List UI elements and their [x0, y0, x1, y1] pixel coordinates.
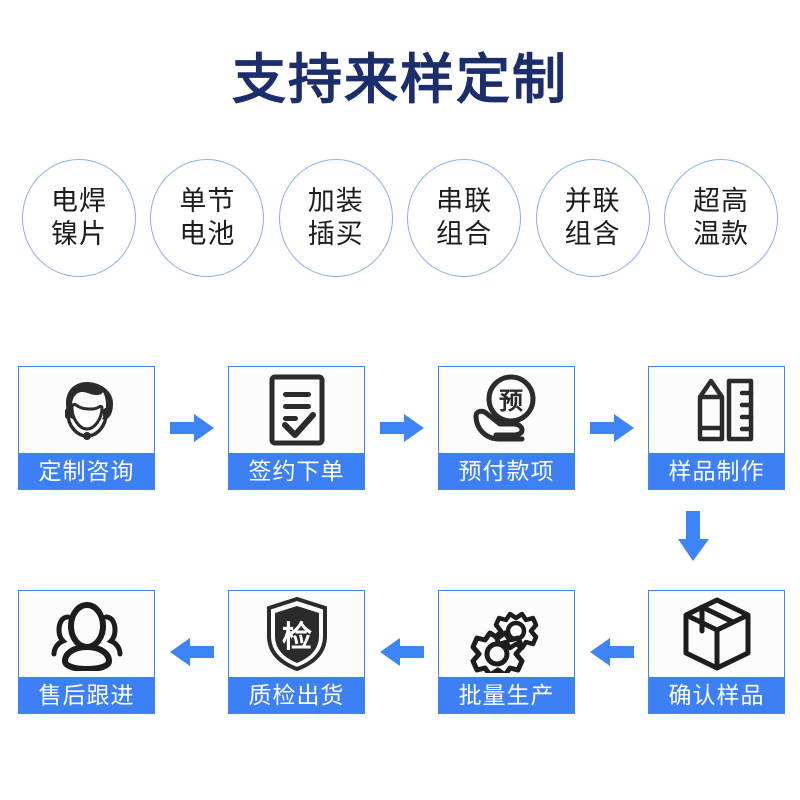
signed-document-icon	[229, 367, 364, 453]
process-flow-top-row: 定制咨询 签约下单	[18, 366, 785, 490]
feature-circle-6[interactable]: 超高 温款	[663, 159, 778, 277]
feature-circle-2[interactable]: 单节 电池	[150, 159, 265, 277]
arrow-right-icon-2	[375, 408, 429, 448]
process-flow: 定制咨询 签约下单	[0, 366, 800, 730]
feature-circle-1[interactable]: 电焊 镍片	[22, 159, 136, 277]
flow-step-sample-making[interactable]: 样品制作	[648, 366, 785, 490]
feature-circle-5[interactable]: 并联 组含	[535, 159, 650, 277]
flow-step-prepayment[interactable]: 预 预付款项	[438, 366, 575, 490]
arrow-right-icon-1	[165, 408, 219, 448]
feature-circle-5-line1: 并联	[564, 186, 621, 216]
feature-circle-5-line2: 组含	[564, 219, 621, 249]
flow-step-label: 售后跟进	[19, 677, 154, 713]
feature-circle-4-line1: 串联	[436, 186, 493, 216]
inspection-shield-icon: 检	[229, 591, 364, 677]
flow-step-label: 样品制作	[649, 453, 784, 489]
feature-circle-2-line2: 电池	[179, 219, 236, 249]
flow-step-label: 预付款项	[439, 453, 574, 489]
feature-circle-6-line2: 温款	[692, 219, 749, 249]
feature-circle-1-line1: 电焊	[51, 186, 107, 216]
prepay-glyph: 预	[499, 388, 523, 415]
feature-circle-6-line1: 超高	[692, 186, 749, 216]
pencil-ruler-icon	[649, 367, 784, 453]
feature-circle-2-line1: 单节	[179, 186, 236, 216]
gears-icon	[439, 591, 574, 677]
flow-step-mass-production[interactable]: 批量生产	[438, 590, 575, 714]
flow-step-after-sales[interactable]: 售后跟进	[18, 590, 155, 714]
flow-step-label: 定制咨询	[19, 453, 154, 489]
feature-circle-3-line1: 加装	[307, 186, 364, 216]
feature-circle-1-line2: 镍片	[51, 219, 107, 249]
feature-circle-3[interactable]: 加装 插买	[278, 159, 393, 277]
hand-prepay-icon: 预	[439, 367, 574, 453]
feature-circle-row: 电焊 镍片 单节 电池 加装 插买 串联 组合 并联 组含 超高 温款	[22, 158, 778, 278]
page-title: 支持来样定制	[232, 50, 568, 110]
feature-circle-4-line2: 组合	[436, 219, 493, 249]
arrow-left-icon-3	[585, 632, 639, 672]
headset-agent-icon	[19, 367, 154, 453]
arrow-down-icon	[668, 500, 718, 572]
flow-step-label: 签约下单	[229, 453, 364, 489]
flow-step-label: 质检出货	[229, 677, 364, 713]
arrow-right-icon-3	[585, 408, 639, 448]
inspection-glyph: 检	[282, 620, 312, 654]
feature-circle-3-line2: 插买	[307, 219, 364, 249]
flow-step-custom-consult[interactable]: 定制咨询	[18, 366, 155, 490]
flow-step-sign-order[interactable]: 签约下单	[228, 366, 365, 490]
people-group-icon	[19, 591, 154, 677]
flow-step-label: 批量生产	[439, 677, 574, 713]
flow-step-qc-shipping[interactable]: 检 质检出货	[228, 590, 365, 714]
carton-box-icon	[649, 591, 784, 677]
flow-step-confirm-sample[interactable]: 确认样品	[648, 590, 785, 714]
arrow-left-icon-1	[165, 632, 219, 672]
process-flow-bottom-row: 售后跟进 检 质检出货	[18, 590, 785, 714]
flow-step-label: 确认样品	[649, 677, 784, 713]
arrow-left-icon-2	[375, 632, 429, 672]
feature-circle-4[interactable]: 串联 组合	[407, 159, 522, 277]
